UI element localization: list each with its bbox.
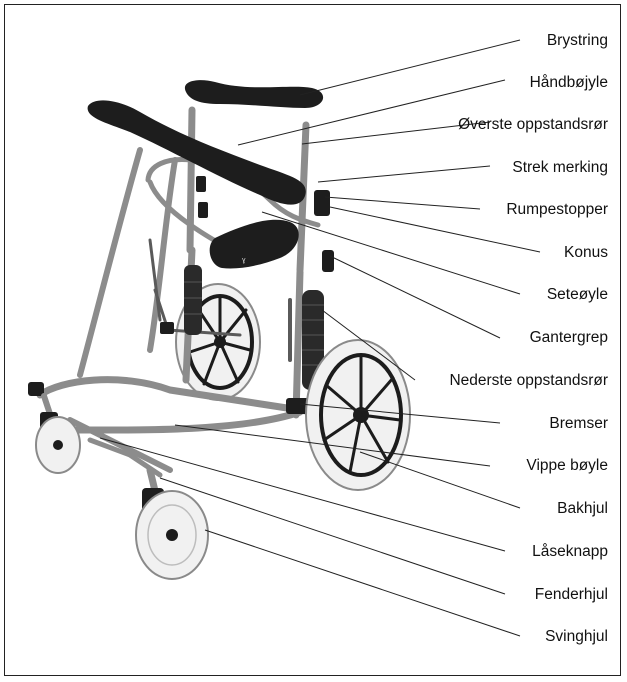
seat-pad — [210, 220, 299, 269]
label-laseknapp: Låseknapp — [532, 543, 608, 560]
leader-rumpestopper — [325, 197, 480, 209]
label-seteboyle: Seteøyle — [547, 286, 608, 303]
leader-strek-merking — [318, 166, 490, 182]
seat-logo: ɣ — [242, 257, 246, 264]
label-fenderhjul: Fenderhjul — [535, 586, 608, 603]
label-vippe-boyle: Vippe bøyle — [526, 457, 608, 474]
leader-fenderhjul — [160, 478, 505, 594]
label-gantergrep: Gantergrep — [530, 329, 608, 346]
rear-right-wheel — [306, 340, 410, 490]
label-konus: Konus — [564, 244, 608, 261]
label-overste-oppstandsror: Øverste oppstandsrør — [458, 116, 608, 133]
swing-wheel — [136, 470, 208, 579]
label-rumpestopper: Rumpestopper — [506, 201, 608, 218]
leader-gantergrep — [330, 256, 500, 338]
walker-illustration: ɣ — [28, 80, 410, 579]
label-brystring: Brystring — [547, 32, 608, 49]
label-bakhjul: Bakhjul — [557, 500, 608, 517]
callout-labels: Brystring Håndbøjyle Øverste oppstandsrø… — [449, 32, 608, 645]
label-nederste-oppstandsror: Nederste oppstandsrør — [449, 372, 608, 389]
label-svinghjul: Svinghjul — [545, 628, 608, 645]
label-strek-merking: Strek merking — [512, 159, 608, 176]
leader-brystring — [300, 40, 520, 95]
label-handbojyle: Håndbøjyle — [530, 74, 608, 91]
label-bremser: Bremser — [549, 415, 608, 432]
front-left-caster — [36, 396, 80, 473]
